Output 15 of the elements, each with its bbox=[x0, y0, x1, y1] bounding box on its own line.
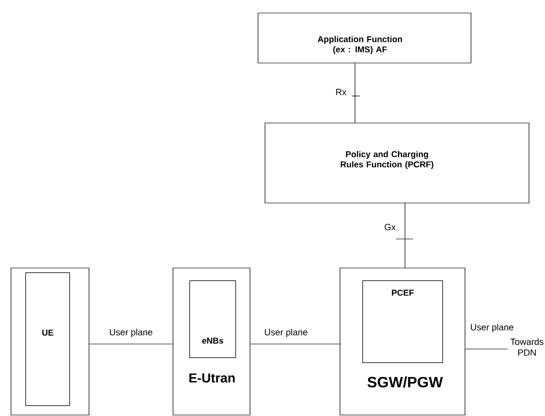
component-box: eNBs bbox=[189, 280, 236, 358]
edge-label: Gx bbox=[383, 222, 397, 232]
edge-label: User plane bbox=[469, 322, 515, 334]
component-box: PCEF bbox=[362, 280, 443, 363]
edge-label: Rx bbox=[334, 88, 348, 96]
connector-line bbox=[396, 203, 414, 268]
component-box: UE bbox=[25, 272, 70, 406]
function-box: Policy and Charging Rules Function (PCRF) bbox=[264, 122, 530, 204]
device-box bbox=[10, 268, 90, 416]
edge-label: User plane bbox=[263, 328, 309, 338]
endpoint-label: Towards PDN bbox=[510, 338, 544, 356]
connector-line bbox=[352, 63, 360, 123]
function-box: Application Function (ex : IMS) AF bbox=[258, 12, 472, 64]
edge-label: User plane bbox=[108, 328, 154, 338]
connector-line bbox=[465, 348, 508, 350]
